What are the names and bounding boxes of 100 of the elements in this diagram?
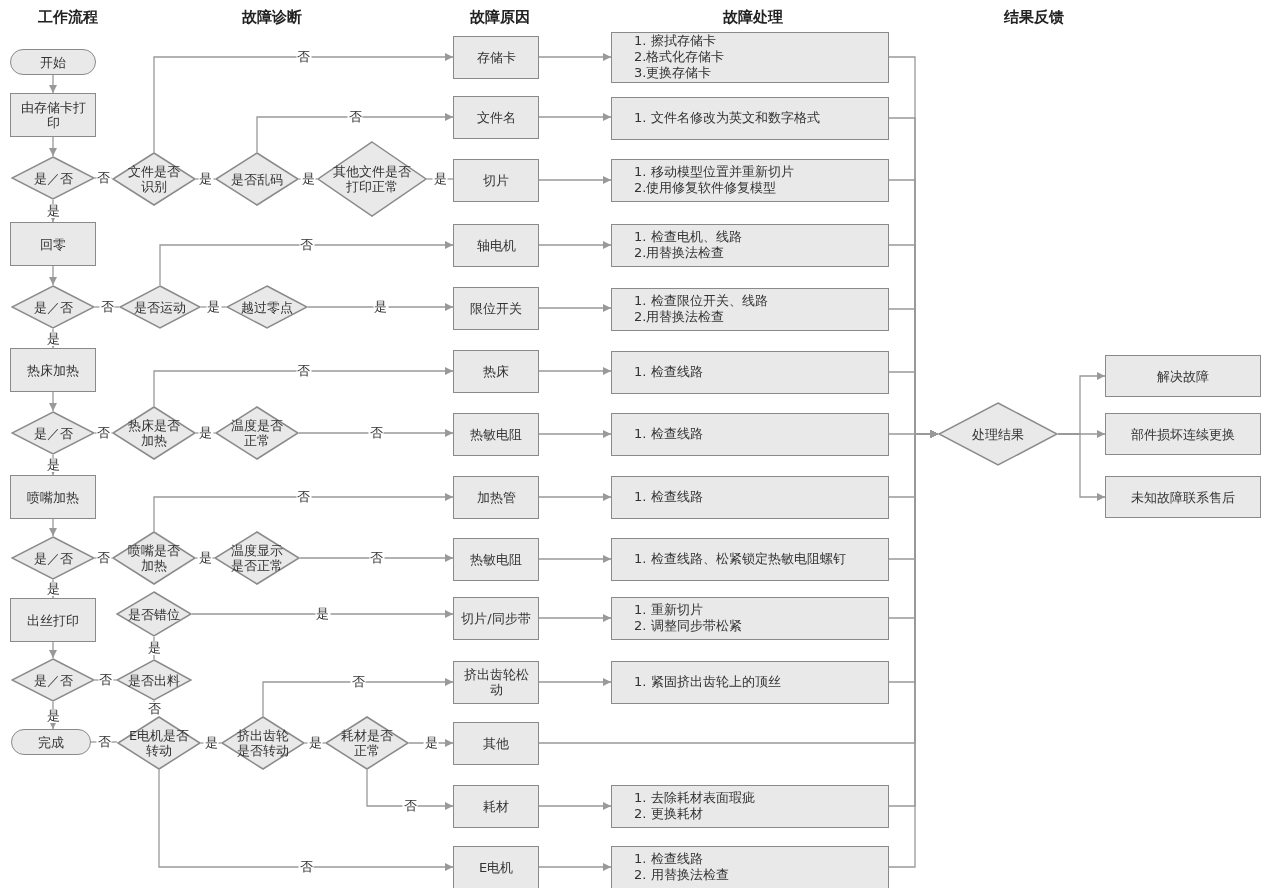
node-text: 热敏电阻 xyxy=(470,551,522,567)
process-box xyxy=(453,721,539,765)
node-text: 是／否 xyxy=(33,425,73,441)
arrow xyxy=(538,113,612,121)
action-box xyxy=(611,158,889,202)
node-text: 热敏电阻 xyxy=(470,426,522,442)
column-heading: 工作流程 xyxy=(38,8,98,27)
node-text: E电机是否转动 xyxy=(128,728,190,758)
edge-label: 是 xyxy=(45,458,61,472)
edge-label: 否 xyxy=(368,426,384,440)
step-text: 1. 检查线路 xyxy=(634,364,703,380)
node-text: 是否乱码 xyxy=(230,171,284,187)
edge-label: 是 xyxy=(315,607,330,621)
arrow xyxy=(256,113,454,153)
node-text: 耗材是否正常 xyxy=(340,728,394,758)
edge-label: 是 xyxy=(45,331,61,346)
action-box xyxy=(611,845,889,888)
edge-label: 否 xyxy=(96,735,112,749)
node-text: 处理结果 xyxy=(971,426,1025,442)
edge-label: 是 xyxy=(423,736,439,750)
arrow xyxy=(538,863,612,871)
process-box xyxy=(453,349,539,393)
edge-label: 是 xyxy=(45,708,61,723)
arrow xyxy=(49,518,57,537)
arrow xyxy=(538,304,612,312)
edge-label: 是 xyxy=(203,736,219,750)
process-box xyxy=(453,845,539,888)
process-box xyxy=(10,222,96,266)
edge-label: 否 xyxy=(146,701,162,716)
action-box xyxy=(611,287,889,331)
node-text: 出丝打印 xyxy=(27,612,79,628)
node-text: 文件名 xyxy=(476,109,516,125)
node-text: 是／否 xyxy=(33,299,73,315)
edge-label: 否 xyxy=(298,860,314,874)
arrow xyxy=(538,430,612,438)
arrow xyxy=(366,769,454,810)
node-text: 由存储卡打印 xyxy=(19,100,87,130)
node-text: 解决故障 xyxy=(1157,368,1209,384)
process-box xyxy=(1105,355,1261,397)
node-text: 部件损坏连续更换 xyxy=(1131,426,1235,442)
node-text: 完成 xyxy=(38,734,64,750)
column-heading: 结果反馈 xyxy=(1004,8,1064,27)
node-text: 越过零点 xyxy=(240,299,294,315)
step-text: 1. 检查线路 xyxy=(634,426,703,442)
action-box xyxy=(611,475,889,519)
process-box xyxy=(453,223,539,267)
step-text: 2. 更换耗材 xyxy=(634,806,703,822)
arrow xyxy=(153,493,454,532)
step-text: 2.格式化存储卡 xyxy=(634,49,725,65)
process-box xyxy=(453,596,539,640)
node-text: 热床 xyxy=(483,363,509,379)
arrow xyxy=(159,241,454,286)
step-text: 1. 重新切片 xyxy=(634,602,703,618)
edge-label: 是 xyxy=(146,641,162,655)
node-text: 是／否 xyxy=(33,170,73,186)
step-text: 2.使用修复软件修复模型 xyxy=(634,180,777,196)
process-box xyxy=(453,475,539,519)
step-text: 1. 文件名修改为英文和数字格式 xyxy=(634,110,820,126)
edge-label: 是 xyxy=(198,426,213,440)
node-text: 未知故障联系售后 xyxy=(1131,489,1235,505)
action-box xyxy=(611,412,889,456)
process-box xyxy=(10,475,96,519)
process-box xyxy=(453,95,539,139)
edge-label: 是 xyxy=(45,204,61,218)
edge-label: 否 xyxy=(296,490,311,504)
edge-label: 是 xyxy=(45,582,61,596)
step-text: 1. 擦拭存储卡 xyxy=(634,33,716,49)
arrow xyxy=(538,555,612,563)
arrow xyxy=(299,554,454,562)
node-text: 切片/同步带 xyxy=(461,610,531,626)
process-box xyxy=(453,158,539,202)
node-text: 限位开关 xyxy=(470,300,522,316)
arrow xyxy=(158,769,454,871)
terminal-box xyxy=(10,49,96,75)
node-text: 喷嘴是否加热 xyxy=(127,543,181,573)
arrow xyxy=(538,176,612,184)
step-text: 2.用替换法检查 xyxy=(634,245,725,261)
process-box xyxy=(453,412,539,456)
arrow xyxy=(538,241,612,249)
edge-label: 是 xyxy=(206,300,221,314)
edge-label: 否 xyxy=(296,364,311,378)
action-box xyxy=(611,96,889,140)
node-text: 耗材 xyxy=(483,798,509,814)
node-text: 是否运动 xyxy=(133,299,187,315)
step-text: 1. 检查线路、松紧锁定热敏电阻螺钉 xyxy=(634,551,846,567)
arrow xyxy=(538,493,612,501)
step-text: 3.更换存储卡 xyxy=(634,65,712,81)
step-text: 1. 去除耗材表面瑕疵 xyxy=(634,790,755,806)
node-text: 温度显示是否正常 xyxy=(230,543,284,573)
action-box xyxy=(611,660,889,704)
process-box xyxy=(10,348,96,392)
edge-label: 否 xyxy=(402,799,418,813)
node-text: 温度是否正常 xyxy=(230,418,284,448)
column-heading: 故障诊断 xyxy=(242,8,302,27)
step-text: 1. 检查线路 xyxy=(634,851,703,867)
arrow xyxy=(538,614,612,622)
node-text: 热床加热 xyxy=(27,362,79,378)
node-text: 挤出齿轮是否转动 xyxy=(236,728,290,758)
action-box xyxy=(611,784,889,828)
process-box xyxy=(453,35,539,79)
